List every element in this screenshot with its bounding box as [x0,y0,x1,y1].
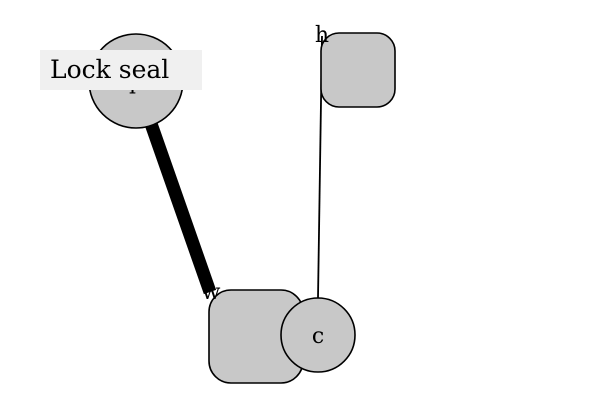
node-c-label: c [312,324,324,349]
tooltip-text: Lock seal [50,55,170,84]
edge-p-w [142,115,217,295]
node-w-label: w [202,280,221,305]
tooltip: Lock seal [40,50,202,90]
node-h-label: h [315,23,329,48]
node-h[interactable]: h [315,23,396,108]
node-c-shape [280,297,356,373]
node-c[interactable]: c [280,297,356,373]
node-h-shape [320,32,396,108]
